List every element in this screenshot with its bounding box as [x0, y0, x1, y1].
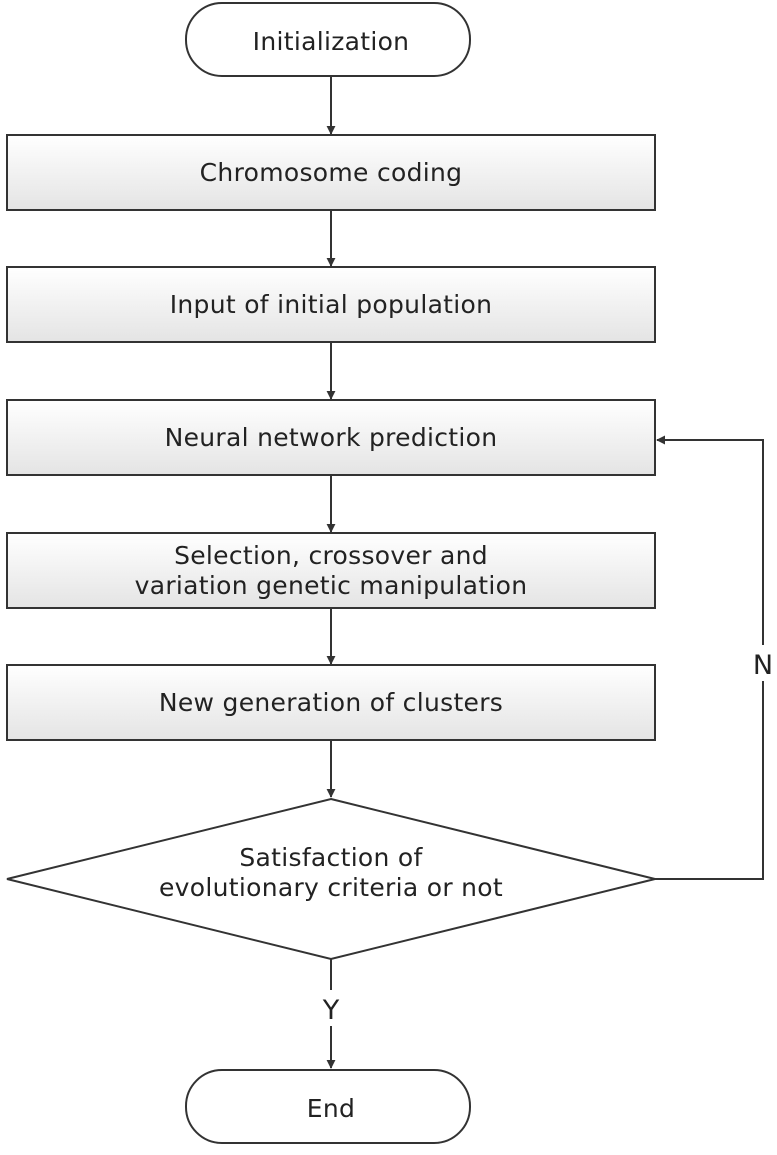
process-chromosome-coding: Chromosome coding [6, 134, 656, 211]
new-generation-label: New generation of clusters [159, 688, 503, 717]
end-terminator: End [185, 1069, 471, 1144]
yes-label-background [316, 990, 346, 1026]
process-genetic-manipulation: Selection, crossover and variation genet… [6, 532, 656, 609]
decision-label-line1: Satisfaction of [239, 843, 423, 872]
process-new-generation: New generation of clusters [6, 664, 656, 741]
process-neural-prediction: Neural network prediction [6, 399, 656, 476]
no-branch-label: N [753, 650, 773, 681]
start-label: Initialization [253, 27, 410, 56]
chromosome-coding-label: Chromosome coding [200, 158, 463, 187]
process-neural-prediction-shape [6, 399, 656, 476]
end-label: End [307, 1094, 355, 1123]
process-input-population: Input of initial population [6, 266, 656, 343]
decision-evolutionary-criteria: Satisfaction of evolutionary criteria or… [6, 797, 656, 961]
genetic-manipulation-label-line1: Selection, crossover and [174, 541, 488, 570]
no-label-background [748, 645, 777, 681]
start-terminator-shape [185, 2, 471, 77]
feedback-loop-no-path [655, 435, 764, 880]
process-new-generation-shape [6, 664, 656, 741]
genetic-manipulation-label-line2: variation genetic manipulation [135, 571, 528, 600]
end-terminator-shape [185, 1069, 471, 1144]
process-genetic-manipulation-shape [6, 532, 656, 609]
start-terminator: Initialization [185, 2, 471, 77]
process-chromosome-coding-shape [6, 134, 656, 211]
input-population-label: Input of initial population [170, 290, 493, 319]
decision-label-line2: evolutionary criteria or not [159, 873, 503, 902]
yes-branch-label: Y [322, 995, 340, 1026]
neural-prediction-label: Neural network prediction [165, 423, 498, 452]
